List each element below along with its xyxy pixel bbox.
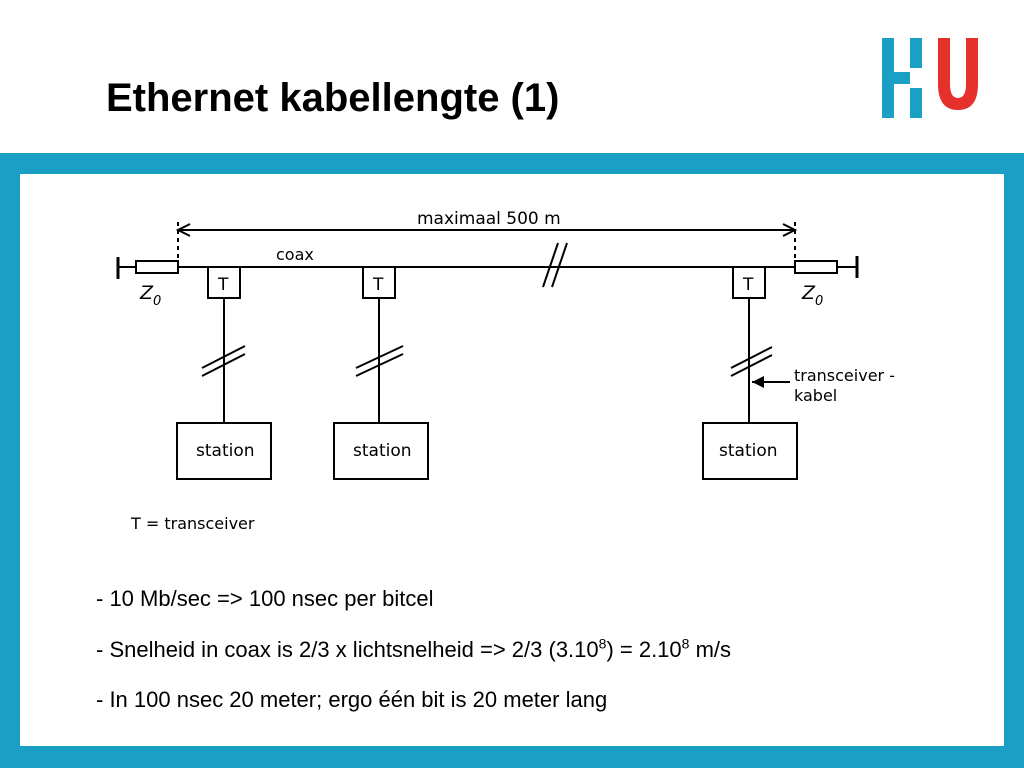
drop-break-mark-1 xyxy=(201,345,246,369)
bullet-item-2: - Snelheid in coax is 2/3 x lichtsnelhei… xyxy=(96,637,731,663)
bullet-2-exponent: 8 xyxy=(681,635,690,652)
coax-label: coax xyxy=(276,245,314,264)
logo-bar-mid-top xyxy=(910,38,922,68)
logo-crossbar xyxy=(894,72,910,84)
logo-u xyxy=(938,38,978,110)
transceiver-label-3: T xyxy=(742,275,754,295)
transceiver-label-1: T xyxy=(217,275,229,295)
max-length-label: maximaal 500 m xyxy=(417,209,561,229)
transceiver-label-2: T xyxy=(372,275,384,295)
station-label-2: station xyxy=(353,441,412,461)
bullet-2-exponent: 8 xyxy=(598,635,607,652)
terminator-left-sub: 0 xyxy=(153,294,161,309)
drop-break-mark-1 xyxy=(201,353,246,377)
bullet-2-part: - Snelheid in coax is 2/3 x lichtsnelhei… xyxy=(96,637,599,662)
station-label-3: station xyxy=(719,441,778,461)
coax-break-mark xyxy=(551,242,568,288)
drop-break-mark-3 xyxy=(730,346,773,369)
drop-break-mark-2 xyxy=(355,353,404,377)
terminator-right-label: Z0 xyxy=(801,282,823,309)
legend-label: T = transceiver xyxy=(130,514,255,533)
station-label-1: station xyxy=(196,441,255,461)
station-box-2 xyxy=(333,422,429,480)
cable-pointer-arrowhead xyxy=(752,376,764,388)
transceiver-cable-label-line2: kabel xyxy=(794,386,837,405)
coax-break-mark xyxy=(542,242,559,288)
logo-bar-left xyxy=(882,38,894,118)
content-panel xyxy=(20,174,1004,746)
bullet-item-1: - 10 Mb/sec => 100 nsec per bitcel xyxy=(96,586,434,611)
hu-logo xyxy=(882,38,978,118)
drop-break-mark-3 xyxy=(730,354,773,377)
transceiver-cable-label-line1: transceiver - xyxy=(794,366,895,385)
bullet-item-3: - In 100 nsec 20 meter; ergo één bit is … xyxy=(96,687,608,712)
terminator-right-z: Z xyxy=(801,282,816,304)
station-box-1 xyxy=(176,422,272,480)
terminator-right xyxy=(794,260,838,274)
station-box-3 xyxy=(702,422,798,480)
drop-break-mark-2 xyxy=(355,345,404,369)
bullet-2-part: ) = 2.10 xyxy=(606,637,682,662)
slide-title: Ethernet kabellengte (1) xyxy=(106,76,560,120)
terminator-left-z: Z xyxy=(139,282,154,304)
terminator-left xyxy=(135,260,179,274)
terminator-right-sub: 0 xyxy=(815,294,823,309)
bullet-2-part: m/s xyxy=(689,637,732,662)
logo-bar-mid-bottom xyxy=(910,88,922,118)
terminator-left-label: Z0 xyxy=(139,282,161,309)
